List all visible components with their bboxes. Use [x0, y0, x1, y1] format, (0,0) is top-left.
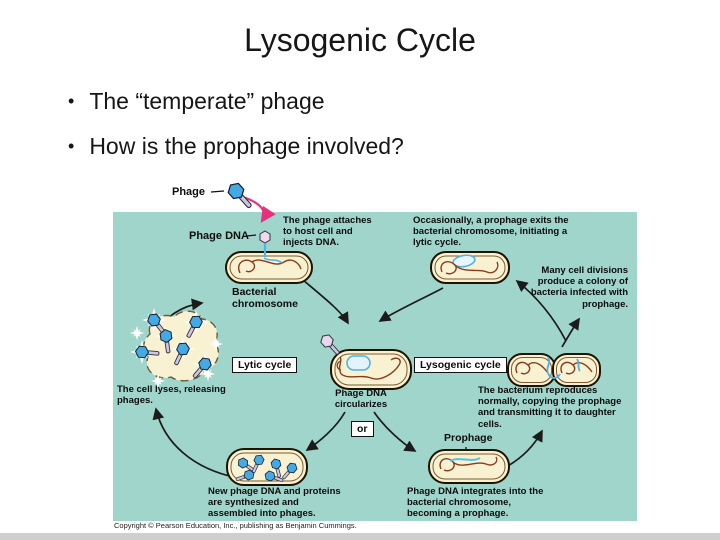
- copyright-text: Copyright © Pearson Education, Inc., pub…: [114, 521, 357, 530]
- bullet-list: • The “temperate” phage • How is the pro…: [68, 88, 404, 178]
- bullet-item: • How is the prophage involved?: [68, 133, 404, 161]
- prophage-exits-caption: Occasionally, a prophage exits the bacte…: [413, 215, 569, 249]
- arrow-bottomleft-to-lysis: [152, 407, 239, 479]
- injecting-phage-head-icon: [259, 230, 271, 244]
- cell-lyses-caption: The cell lyses, releasing phages.: [117, 384, 226, 407]
- arrow-center-to-bottomright: [373, 411, 417, 452]
- new-phage-caption: New phage DNA and proteins are synthesiz…: [208, 486, 341, 520]
- or-box: or: [351, 421, 374, 437]
- circularized-dna-cell: [318, 331, 412, 390]
- bullet-item: • The “temperate” phage: [68, 88, 404, 116]
- bullet-dot: •: [68, 91, 75, 111]
- arrow-center-to-bottomleft: [305, 411, 346, 451]
- bullet-text: The “temperate” phage: [89, 88, 325, 114]
- lysing-cell: [129, 307, 224, 389]
- bullet-text: How is the prophage involved?: [89, 132, 404, 159]
- dividing-cell: [507, 353, 601, 387]
- phage-integrates-caption: Phage DNA integrates into the bacterial …: [407, 486, 544, 520]
- bacterium-reproduces-caption: The bacterium reproduces normally, copyi…: [478, 385, 622, 430]
- arrow-bottomright-to-dividing: [505, 429, 543, 468]
- prophage-exit-cell: [430, 251, 510, 284]
- attach-caption: The phage attaches to host cell and inje…: [283, 215, 372, 249]
- prophage-cell: [428, 449, 510, 484]
- lysogenic-cycle-box: Lysogenic cycle: [414, 357, 507, 373]
- attached-phage-icon: [318, 331, 343, 358]
- bullet-dot: •: [68, 135, 75, 156]
- bacterial-cell: [225, 230, 313, 284]
- arrow-top-to-center: [302, 279, 349, 325]
- phage-dna-circularizes-label: Phage DNA circularizes: [334, 388, 388, 411]
- pink-infection-arrow: [242, 195, 276, 223]
- phage-label: Phage: [172, 186, 206, 198]
- arrow-dividing-to-colony: [561, 317, 580, 348]
- page-title: Lysogenic Cycle: [244, 22, 476, 58]
- arrow-colony-to-topright: [515, 279, 567, 342]
- cell-divisions-caption: Many cell divisions produce a colony of …: [530, 265, 628, 310]
- phage-icon: [224, 179, 256, 213]
- phage-dna-label: Phage DNA: [189, 230, 249, 242]
- bacterial-chromosome-label: Bacterial chromosome: [232, 286, 298, 311]
- arrow-topright-to-center: [378, 287, 444, 322]
- bottom-edge-bar: [0, 533, 720, 540]
- prophage-label: Prophage: [444, 432, 493, 444]
- assembly-cell: [226, 448, 308, 486]
- lytic-cycle-box: Lytic cycle: [232, 357, 298, 373]
